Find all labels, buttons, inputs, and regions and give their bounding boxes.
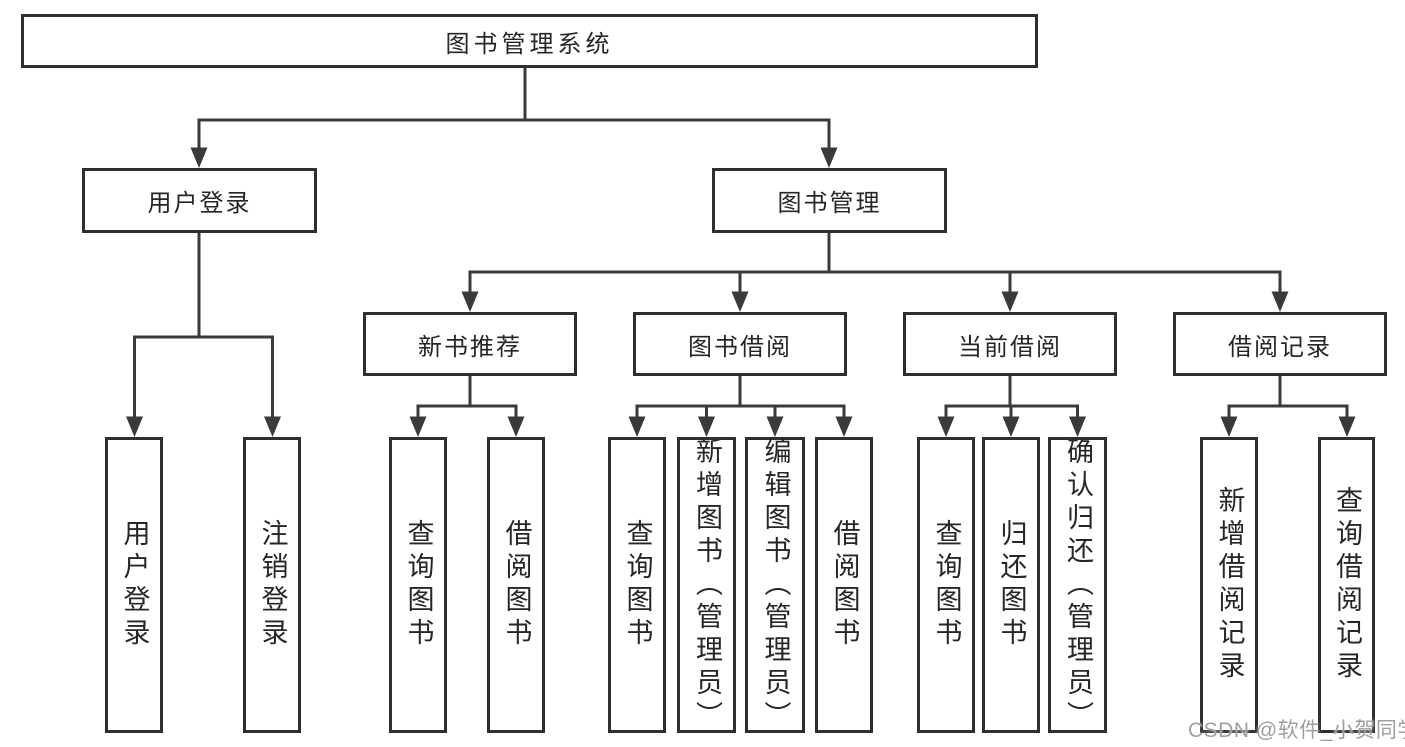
node-root: 图书管理系统 [21, 14, 1038, 68]
node-leaf-borrow-books-recommend: 借阅图书 [487, 437, 545, 733]
node-book-management: 图书管理 [712, 168, 947, 233]
node-label: 图书管理 [777, 190, 882, 217]
connector-user-login-children [126, 233, 281, 437]
node-label: 归还图书 [996, 519, 1027, 651]
arrowhead-icon [766, 416, 784, 437]
arrowhead-icon [409, 416, 427, 437]
node-label: 借阅记录 [1228, 333, 1332, 361]
node-label: 用户登录 [147, 190, 252, 217]
arrowhead-icon [1220, 416, 1238, 437]
arrowhead-icon [1069, 416, 1086, 437]
node-leaf-user-login: 用户登录 [105, 437, 163, 733]
arrowhead-icon [731, 291, 749, 312]
node-label: 确认归还（管理员） [1063, 436, 1093, 734]
node-label: 新书推荐 [418, 333, 522, 361]
node-borrow-records: 借阅记录 [1173, 312, 1387, 376]
watermark: CSDN @软件_小贺同学 [1188, 719, 1405, 742]
node-label: 借阅图书 [829, 519, 860, 651]
arrowhead-icon [698, 416, 715, 437]
connector-recommend-children [409, 376, 525, 437]
node-label: 借阅图书 [501, 519, 532, 651]
node-label: 注销登录 [257, 519, 288, 651]
connector-root-to-level2 [190, 66, 838, 168]
arrowhead-icon [461, 291, 479, 312]
node-leaf-query-books-borrow: 查询图书 [608, 437, 666, 733]
node-leaf-borrow-books: 借阅图书 [815, 437, 873, 733]
node-label: 图书借阅 [688, 333, 792, 361]
connector-book-management-children [461, 233, 1289, 312]
node-leaf-confirm-return-admin: 确认归还（管理员） [1048, 436, 1107, 734]
arrowhead-icon [264, 416, 281, 437]
connector-records-children [1220, 376, 1356, 437]
arrowhead-icon [1271, 291, 1289, 312]
node-book-borrow: 图书借阅 [633, 312, 847, 376]
arrowhead-icon [835, 416, 853, 437]
node-leaf-query-books-current: 查询图书 [917, 437, 975, 733]
node-label: 编辑图书（管理员） [760, 436, 791, 734]
node-leaf-add-books-admin: 新增图书（管理员） [677, 436, 736, 734]
arrowhead-icon [1001, 291, 1019, 312]
node-leaf-add-borrow-record: 新增借阅记录 [1200, 437, 1258, 733]
node-user-login: 用户登录 [82, 168, 317, 233]
node-label: 查询图书 [931, 519, 962, 651]
node-leaf-edit-books-admin: 编辑图书（管理员） [745, 436, 805, 734]
arrowhead-icon [628, 416, 646, 437]
arrowhead-icon [1002, 416, 1020, 437]
node-label: 新增图书（管理员） [692, 436, 722, 734]
arrowhead-icon [820, 147, 838, 168]
node-label: 查询借阅记录 [1332, 486, 1362, 684]
node-label: 图书管理系统 [445, 30, 614, 58]
arrowhead-icon [1338, 416, 1356, 437]
connector-current-children [937, 376, 1086, 437]
arrowhead-icon [126, 416, 143, 437]
node-leaf-query-books-recommend: 查询图书 [389, 437, 447, 733]
node-label: 查询图书 [622, 519, 653, 651]
arrowhead-icon [507, 416, 525, 437]
node-label: 当前借阅 [958, 333, 1062, 361]
arrowhead-icon [190, 147, 208, 168]
node-leaf-return-books: 归还图书 [982, 437, 1040, 733]
node-leaf-query-borrow-record: 查询借阅记录 [1318, 437, 1375, 733]
arrowhead-icon [937, 416, 955, 437]
node-leaf-logout: 注销登录 [243, 437, 301, 733]
node-label: 用户登录 [119, 519, 150, 651]
node-label: 新增借阅记录 [1214, 486, 1245, 684]
node-current-borrow: 当前借阅 [903, 312, 1117, 376]
node-new-book-recommend: 新书推荐 [363, 312, 577, 376]
connector-borrow-children [628, 376, 853, 437]
node-label: 查询图书 [403, 519, 434, 651]
